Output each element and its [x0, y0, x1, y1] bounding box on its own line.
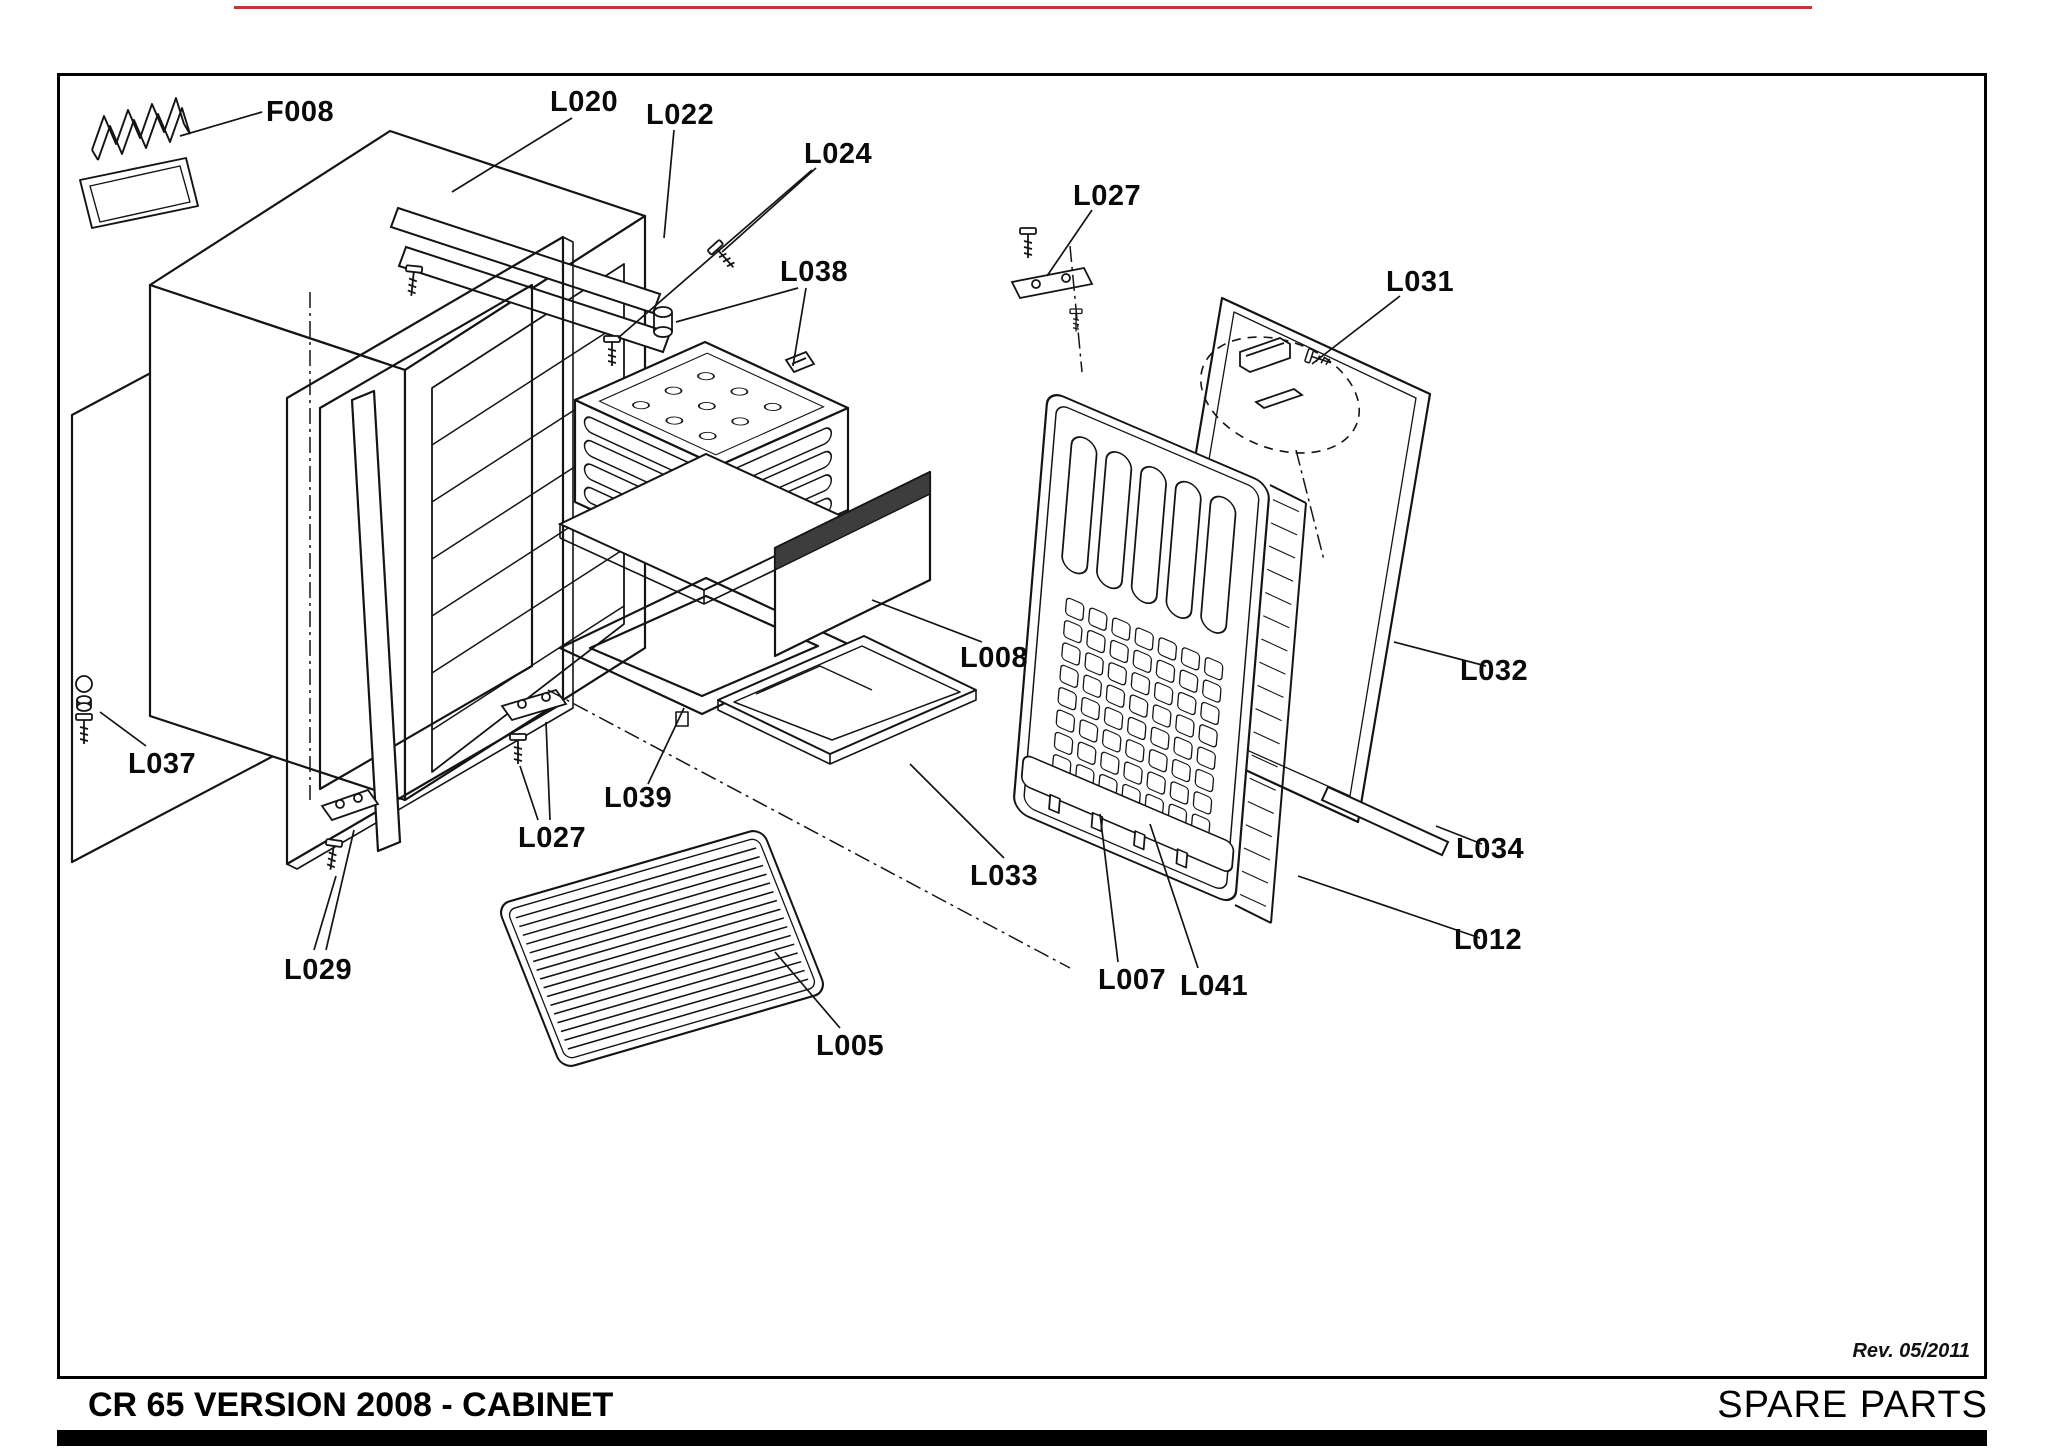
door-bottom-strip: [1320, 785, 1450, 857]
part-label-l027-bottom: L027: [518, 822, 587, 854]
part-label-l038: L038: [780, 256, 849, 288]
door-edge: [1234, 484, 1307, 924]
door-eggcrate: [1051, 597, 1224, 837]
spare-parts-title: SPARE PARTS: [1717, 1384, 1988, 1426]
foot-assembly: [75, 675, 93, 745]
part-label-l024: L024: [804, 138, 873, 170]
part-label-l039: L039: [604, 782, 673, 814]
part-label-l032: L032: [1460, 655, 1529, 687]
ice-tray: [79, 97, 199, 229]
evaporator-panel: [773, 470, 932, 658]
ventilation-grille: [500, 830, 824, 1067]
part-label-l005: L005: [816, 1030, 885, 1062]
bracket-center: [500, 688, 568, 765]
center-lines: [309, 245, 1325, 969]
part-label-l008: L008: [960, 642, 1029, 674]
hinge-plate-top: [1010, 227, 1094, 333]
part-label-l012: L012: [1454, 924, 1523, 956]
leader-lines: [99, 111, 1487, 1029]
part-label-f008: F008: [266, 96, 335, 128]
top-red-line: [234, 6, 1812, 9]
revision-note: Rev. 05/2011: [1852, 1340, 1970, 1362]
bottom-black-bar: [57, 1430, 1987, 1446]
part-label-l034: L034: [1456, 833, 1525, 865]
part-label-l033: L033: [970, 860, 1039, 892]
lock-assembly: [1199, 336, 1361, 454]
bracket-bottom-left: [320, 788, 380, 872]
part-label-l041: L041: [1180, 970, 1249, 1002]
part-label-l027-top: L027: [1073, 180, 1142, 212]
cabinet-body: [148, 129, 647, 802]
part-label-l031: L031: [1386, 266, 1455, 298]
top-rails: [389, 206, 672, 354]
part-label-l007: L007: [1098, 964, 1167, 996]
part-label-l020: L020: [550, 86, 619, 118]
part-label-l022: L022: [646, 99, 715, 131]
part-label-l037: L037: [128, 748, 197, 780]
door-inner-liner: [1013, 394, 1307, 924]
drawing-title: CR 65 VERSION 2008 - CABINET: [88, 1386, 614, 1424]
drip-tray: [717, 635, 977, 765]
door-top-ribs: [1061, 436, 1237, 634]
part-label-l029: L029: [284, 954, 353, 986]
condenser-top-plate: [598, 352, 825, 456]
